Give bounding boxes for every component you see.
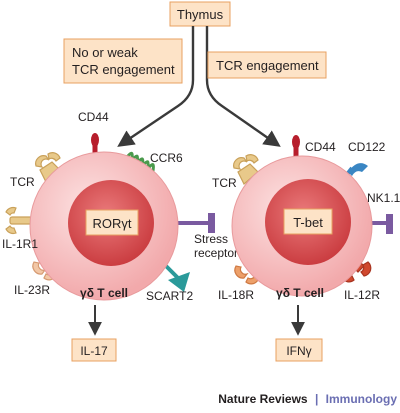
left-il1r1-receptor: [5, 206, 33, 235]
right-nk11-label: NK1.1: [367, 191, 400, 205]
footer-journal: Nature Reviews: [218, 392, 308, 406]
left-il1r1-label: IL-1R1: [2, 237, 38, 251]
right-cd44-label: CD44: [305, 140, 336, 154]
left-il23r-label: IL-23R: [14, 283, 50, 297]
left-nucleus-box: [85, 209, 139, 236]
right-cd122-label: CD122: [348, 140, 386, 154]
weak-tcr-box: No or weak TCR engagement: [63, 38, 183, 84]
left-scart2-label: SCART2: [146, 289, 193, 303]
right-tcr-receptor: [233, 154, 259, 185]
thymus-box: Thymus: [169, 1, 231, 27]
right-il12r-label: IL-12R: [344, 288, 380, 302]
left-tcr-label: TCR: [10, 175, 35, 189]
left-nucleus-label: RORγt: [93, 216, 132, 231]
right-output-label: IFNγ: [286, 344, 311, 358]
left-stress-receptor-label: Stress receptor: [194, 232, 238, 260]
tcr-engagement-box: TCR engagement: [207, 51, 327, 79]
footer-section: Immunology: [326, 392, 398, 406]
left-path-arrow: [117, 26, 195, 147]
tcr-engagement-label: TCR engagement: [216, 58, 319, 73]
left-gamma-delta-cell: RORγt: [5, 133, 215, 301]
left-cd44-label: CD44: [78, 110, 109, 124]
left-stress-receptor: [178, 213, 215, 233]
right-il18r-label: IL-18R: [218, 288, 254, 302]
left-tcr-receptor: [35, 152, 61, 183]
right-nucleus-box: [283, 208, 333, 235]
right-nucleus-label: T-bet: [293, 215, 323, 230]
left-output-label: IL-17: [80, 344, 108, 358]
thymus-title: Thymus: [177, 7, 224, 22]
left-cell-label: γδ T cell: [80, 286, 128, 300]
right-gamma-delta-cell: T-bet: [231, 135, 393, 297]
right-output-box: IFNγ: [275, 338, 323, 362]
journal-credit: Nature Reviews | Immunology: [218, 392, 397, 406]
right-path-arrow: [205, 26, 281, 147]
weak-tcr-label: No or weak TCR engagement: [72, 45, 175, 77]
footer-separator: |: [315, 392, 318, 406]
right-cell-label: γδ T cell: [276, 286, 324, 300]
left-ccr6-label: CCR6: [150, 151, 183, 165]
right-tcr-label: TCR: [212, 176, 237, 190]
left-output-box: IL-17: [71, 338, 117, 362]
